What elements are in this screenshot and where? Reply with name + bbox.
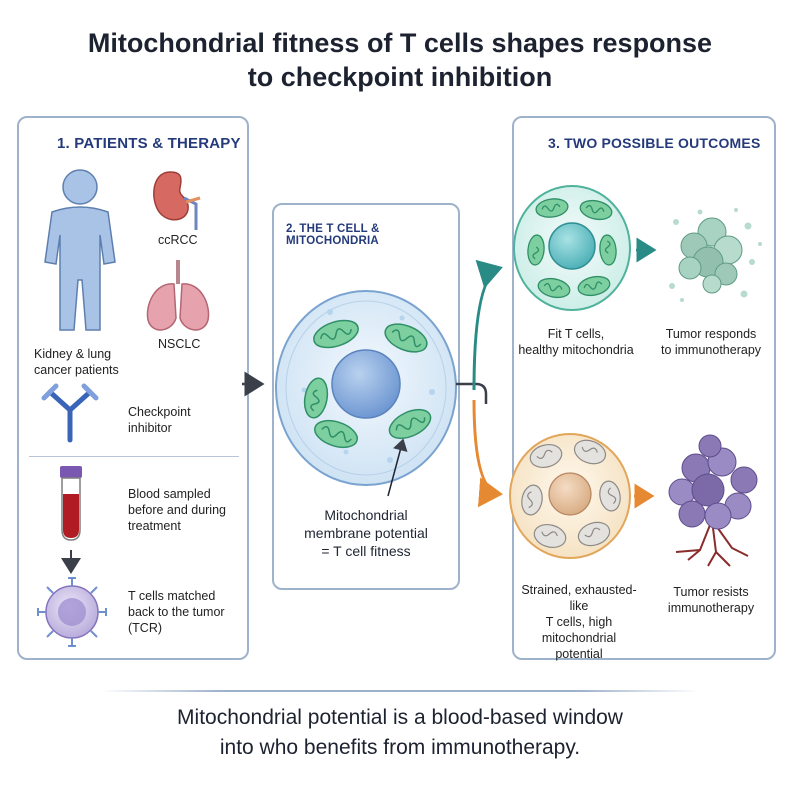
figure-title: Mitochondrial fitness of T cells shapes … [0, 26, 800, 94]
arrow-to-strained-outcome [472, 399, 503, 508]
strained-tcell-label-line-1: Strained, exhausted-like [521, 583, 637, 613]
strained-tcell-label: Strained, exhausted-like T cells, high m… [514, 582, 644, 662]
strained-tcell [509, 433, 631, 559]
tumor-resisting [668, 434, 758, 567]
tumor-responds-label-line-1: Tumor responds [665, 327, 757, 341]
blood-tube-icon [60, 466, 82, 541]
lungs-icon [146, 260, 210, 331]
strained-tcell-label-line-2: T cells, high mitochondrial [541, 615, 617, 645]
mito-caption-line-3: = T cell fitness [321, 543, 411, 559]
mito-caption: Mitochondrial membrane potential = T cel… [280, 506, 452, 560]
tcell-match-label-line-3: (TCR) [128, 621, 163, 635]
tumor-resists-label-line-2: immunotherapy [667, 601, 755, 615]
panel-1-divider [29, 456, 239, 457]
split-connector [456, 382, 488, 404]
tumor-responds-label-line-2: to immunotherapy [660, 343, 762, 357]
patients-label: Kidney & lung cancer patients [34, 346, 119, 378]
lungs-label: NSCLC [158, 337, 201, 351]
footer-message: Mitochondrial potential is a blood-based… [0, 703, 800, 763]
blood-label-line-3: treatment [128, 519, 181, 533]
fit-tcell-label-line-1: Fit T cells, [547, 327, 605, 341]
mito-caption-line-2: membrane potential [304, 525, 428, 541]
arrow-to-fit-outcome [472, 259, 503, 391]
footer-line-1: Mitochondrial potential is a blood-based… [177, 706, 623, 729]
footer-line-2: into who benefits from immunotherapy. [219, 736, 581, 759]
patients-label-line-2: cancer patients [34, 363, 119, 377]
blood-label-line-2: before and during [128, 503, 226, 517]
small-tcell-icon [37, 577, 107, 647]
mito-pointer-arrow [387, 438, 408, 497]
tumor-responding [669, 208, 762, 302]
tcell-match-label: T cells matched back to the tumor (TCR) [128, 588, 225, 636]
figure-title-line-1: Mitochondrial fitness of T cells shapes … [87, 28, 713, 58]
panel-3-heading: 3. TWO POSSIBLE OUTCOMES [548, 135, 761, 151]
fit-tcell-label: Fit T cells, healthy mitochondria [516, 326, 636, 358]
tumor-resists-label-line-1: Tumor resists [673, 585, 749, 599]
blood-label: Blood sampled before and during treatmen… [128, 486, 226, 534]
blood-label-line-1: Blood sampled [128, 487, 211, 501]
mitochondria-group [303, 319, 432, 449]
fit-tcell-label-line-2: healthy mitochondria [518, 343, 634, 357]
tumor-responds-label: Tumor responds to immunotherapy [652, 326, 770, 358]
footer-divider [100, 690, 700, 692]
checkpoint-label-line-1: Checkpoint [128, 405, 191, 419]
antibody-icon [41, 383, 99, 443]
tumor-resists-label: Tumor resists immunotherapy [652, 584, 770, 616]
tcell-match-label-line-1: T cells matched [128, 589, 216, 603]
tcell-match-label-line-2: back to the tumor [128, 605, 225, 619]
checkpoint-label: Checkpoint inhibitor [128, 404, 191, 436]
kidney-icon [153, 171, 201, 230]
panel-2-heading: 2. THE T CELL & MITOCHONDRIA [286, 223, 380, 247]
large-tcell [275, 290, 457, 486]
figure-title-line-2: to checkpoint inhibition [247, 62, 553, 92]
mito-caption-line-1: Mitochondrial [324, 507, 408, 523]
strained-tcell-label-line-3: potential [555, 647, 603, 661]
patient-icon [44, 169, 116, 331]
patients-label-line-1: Kidney & lung [34, 347, 112, 361]
kidney-label: ccRCC [158, 233, 198, 247]
panel-1-heading: 1. PATIENTS & THERAPY [57, 135, 241, 152]
fit-tcell [513, 185, 631, 311]
checkpoint-label-line-2: inhibitor [128, 421, 172, 435]
